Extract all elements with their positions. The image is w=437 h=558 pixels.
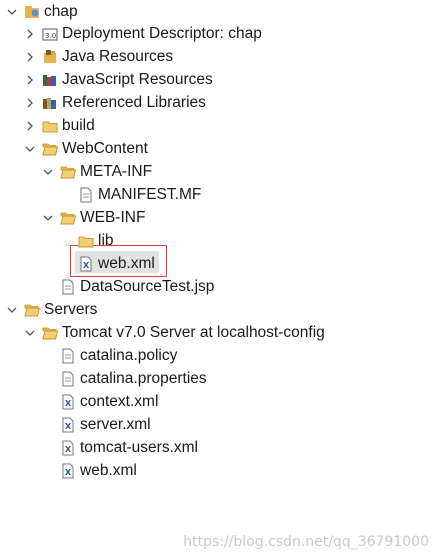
tree-item-deployment-descriptor[interactable]: 3.0 Deployment Descriptor: chap bbox=[24, 22, 262, 45]
xml-file-icon: X bbox=[60, 440, 76, 456]
tree-item-web-xml[interactable]: X web.xml bbox=[78, 252, 155, 275]
library-icon bbox=[42, 95, 58, 111]
tree-item-server-xml[interactable]: X server.xml bbox=[60, 413, 151, 436]
chevron-right-icon[interactable] bbox=[24, 28, 36, 40]
folder-open-icon bbox=[42, 325, 58, 341]
folder-open-icon bbox=[60, 210, 76, 226]
tree-item-meta-inf[interactable]: META-INF bbox=[42, 160, 152, 183]
tree-item-label: lib bbox=[98, 231, 114, 249]
chevron-down-icon[interactable] bbox=[42, 166, 54, 178]
deployment-descriptor-icon: 3.0 bbox=[42, 26, 58, 42]
chevron-down-icon[interactable] bbox=[6, 304, 18, 316]
chevron-down-icon[interactable] bbox=[24, 143, 36, 155]
tree-item-catalina-policy[interactable]: catalina.policy bbox=[60, 344, 177, 367]
tree-item-label: MANIFEST.MF bbox=[98, 185, 202, 203]
tree-item-label: server.xml bbox=[80, 415, 151, 433]
folder-open-icon bbox=[60, 164, 76, 180]
tree-item-tomcat-users-xml[interactable]: X tomcat-users.xml bbox=[60, 436, 198, 459]
file-icon bbox=[60, 371, 76, 387]
tree-item-label: Java Resources bbox=[62, 47, 174, 65]
tree-item-lib[interactable]: lib bbox=[78, 229, 114, 252]
svg-text:X: X bbox=[83, 261, 90, 270]
tree-item-label: DataSourceTest.jsp bbox=[80, 277, 215, 295]
tree-item-servers[interactable]: Servers bbox=[6, 298, 97, 321]
tree-item-webcontent[interactable]: WebContent bbox=[24, 137, 148, 160]
tree-item-java-resources[interactable]: Java Resources bbox=[24, 45, 173, 68]
xml-file-icon: X bbox=[78, 256, 94, 272]
chevron-down-icon[interactable] bbox=[42, 212, 54, 224]
tree-item-label: context.xml bbox=[80, 392, 159, 410]
chevron-down-icon[interactable] bbox=[6, 6, 18, 18]
tree-item-referenced-libraries[interactable]: Referenced Libraries bbox=[24, 91, 206, 114]
tree-item-label: web.xml bbox=[98, 254, 155, 272]
tree-item-datasourcetest-jsp[interactable]: DataSourceTest.jsp bbox=[60, 275, 214, 298]
tree-item-label: Tomcat v7.0 Server at localhost-config bbox=[62, 323, 325, 341]
svg-text:X: X bbox=[65, 422, 72, 431]
project-icon bbox=[24, 4, 40, 20]
tree-item-label: build bbox=[62, 116, 95, 134]
tree-item-label: web.xml bbox=[80, 461, 137, 479]
tree-item-build[interactable]: build bbox=[24, 114, 95, 137]
svg-text:X: X bbox=[65, 468, 72, 477]
tree-item-catalina-properties[interactable]: catalina.properties bbox=[60, 367, 207, 390]
tree-item-label: Deployment Descriptor: chap bbox=[62, 24, 262, 42]
javascript-resources-icon bbox=[42, 72, 58, 88]
tree-item-label: META-INF bbox=[80, 162, 153, 180]
watermark: https://blog.csdn.net/qq_36791000 bbox=[183, 534, 429, 550]
svg-text:X: X bbox=[65, 399, 72, 408]
tree-item-chap[interactable]: chap bbox=[6, 0, 78, 23]
xml-file-icon: X bbox=[60, 463, 76, 479]
chevron-right-icon[interactable] bbox=[24, 97, 36, 109]
tree-item-label: catalina.properties bbox=[80, 369, 207, 387]
chevron-down-icon[interactable] bbox=[24, 327, 36, 339]
chevron-right-icon[interactable] bbox=[24, 74, 36, 86]
chevron-right-icon[interactable] bbox=[24, 51, 36, 63]
folder-open-icon bbox=[24, 302, 40, 318]
xml-file-icon: X bbox=[60, 417, 76, 433]
tree-item-label: JavaScript Resources bbox=[62, 70, 213, 88]
chevron-right-icon[interactable] bbox=[24, 120, 36, 132]
tree-item-label: Referenced Libraries bbox=[62, 93, 206, 111]
tree-item-label: WEB-INF bbox=[80, 208, 146, 226]
file-icon bbox=[60, 348, 76, 364]
file-icon bbox=[60, 279, 76, 295]
file-icon bbox=[78, 187, 94, 203]
tree-item-manifest[interactable]: MANIFEST.MF bbox=[78, 183, 201, 206]
tree-item-label: catalina.policy bbox=[80, 346, 178, 364]
folder-open-icon bbox=[42, 141, 58, 157]
tree-item-label: tomcat-users.xml bbox=[80, 438, 198, 456]
svg-text:X: X bbox=[65, 445, 72, 454]
folder-icon bbox=[42, 118, 58, 134]
tree-item-label: Servers bbox=[44, 300, 98, 318]
tree-item-javascript-resources[interactable]: JavaScript Resources bbox=[24, 68, 213, 91]
tree-item-server-web-xml[interactable]: X web.xml bbox=[60, 459, 137, 482]
folder-icon bbox=[78, 233, 94, 249]
tree-item-context-xml[interactable]: X context.xml bbox=[60, 390, 158, 413]
xml-file-icon: X bbox=[60, 394, 76, 410]
annotation-red-box bbox=[70, 245, 167, 277]
tree-item-tomcat-config[interactable]: Tomcat v7.0 Server at localhost-config bbox=[24, 321, 325, 344]
selection-highlight bbox=[75, 251, 159, 273]
tree-item-label: WebContent bbox=[62, 139, 148, 157]
tree-item-web-inf[interactable]: WEB-INF bbox=[42, 206, 145, 229]
java-resources-icon bbox=[42, 49, 58, 65]
svg-text:3.0: 3.0 bbox=[45, 32, 56, 40]
tree-item-label: chap bbox=[44, 2, 78, 20]
